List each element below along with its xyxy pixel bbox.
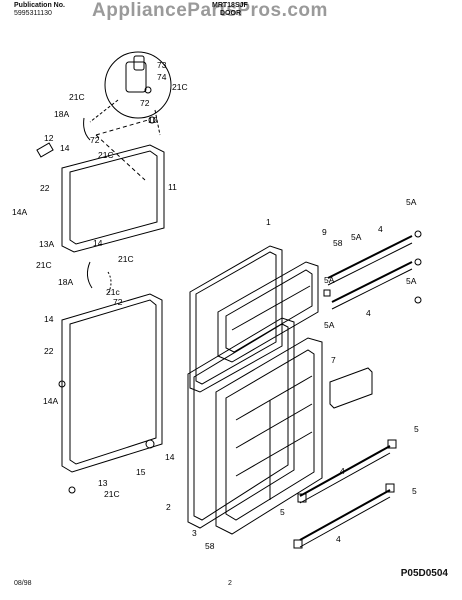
callout-label: 21C: [104, 489, 120, 499]
callout-label: 5A: [406, 197, 417, 207]
callout-label: 21C: [172, 82, 188, 92]
dairy-door: [329, 367, 373, 409]
callout-label: 13: [98, 478, 108, 488]
callout-label: 21C: [98, 150, 114, 160]
callout-label: 21c: [106, 287, 120, 297]
callout-label: 7: [331, 355, 336, 365]
callout-label: 5: [280, 507, 285, 517]
callout-label: 4: [340, 466, 345, 476]
callout-label: 5A: [324, 320, 335, 330]
footer-page: 2: [228, 580, 232, 587]
callout-label: 22: [40, 183, 50, 193]
callout-label: 14: [93, 238, 103, 248]
model-number: MRT18SJF: [212, 2, 248, 9]
callout-label: 5: [414, 424, 419, 434]
callout-label: 4: [378, 224, 383, 234]
callout-label: 21C: [36, 260, 52, 270]
footer-date: 08/98: [14, 580, 32, 587]
section-title: DOOR: [220, 10, 241, 17]
callout-label: 14: [165, 452, 175, 462]
callout-labels: 73 74 21C 72 21C 18A 72 10 21C 12 14 22 …: [12, 60, 419, 551]
callout-label: 13A: [39, 239, 54, 249]
watermark-text: AppliancePartsPros.com: [92, 0, 328, 21]
freezer-gasket-inner: [69, 150, 158, 245]
callout-label: 22: [44, 346, 54, 356]
callout-label: 72: [90, 135, 100, 145]
callout-label: 12: [44, 133, 54, 143]
fresh-food-door-liner: [215, 337, 323, 535]
callout-label: 3: [192, 528, 197, 538]
callout-label: 18A: [54, 109, 69, 119]
detail-magnifier-circle: [104, 51, 172, 119]
callout-label: 4: [336, 534, 341, 544]
callout-label: 72: [113, 297, 123, 307]
callout-label: 1: [266, 217, 271, 227]
callout-label: 15: [136, 467, 146, 477]
callout-label: 58: [333, 238, 343, 248]
callout-label: 14: [44, 314, 54, 324]
callout-label: 21C: [118, 254, 134, 264]
callout-label: 11: [168, 182, 177, 192]
diagram-code: P05D0504: [400, 568, 448, 579]
callout-label: 5: [412, 486, 417, 496]
callout-label: 5A: [351, 232, 362, 242]
callout-label: 72: [140, 98, 150, 108]
callout-label: 74: [157, 72, 167, 82]
fresh-food-gasket-inner: [69, 299, 157, 465]
callout-label: 5A: [324, 275, 335, 285]
callout-label: 14A: [43, 396, 58, 406]
publication-number: 5995311130: [14, 10, 52, 17]
callout-label: 2: [166, 502, 171, 512]
callout-label: 21C: [69, 92, 85, 102]
callout-label: 58: [205, 541, 215, 551]
callout-label: 10: [148, 115, 158, 125]
callout-label: 14A: [12, 207, 27, 217]
callout-label: 4: [366, 308, 371, 318]
callout-label: 73: [157, 60, 167, 70]
fresh-food-door-gasket: [187, 317, 295, 529]
callout-label: 18A: [58, 277, 73, 287]
freezer-gasket-outer: [61, 144, 165, 253]
callout-label: 9: [322, 227, 327, 237]
callout-label: 14: [60, 143, 70, 153]
publication-label: Publication No.: [14, 2, 65, 9]
freezer-door-gasket: [189, 245, 283, 393]
hinge-detail: [125, 61, 147, 93]
fresh-food-gasket-outer: [61, 293, 163, 473]
callout-label: 5A: [406, 276, 417, 286]
